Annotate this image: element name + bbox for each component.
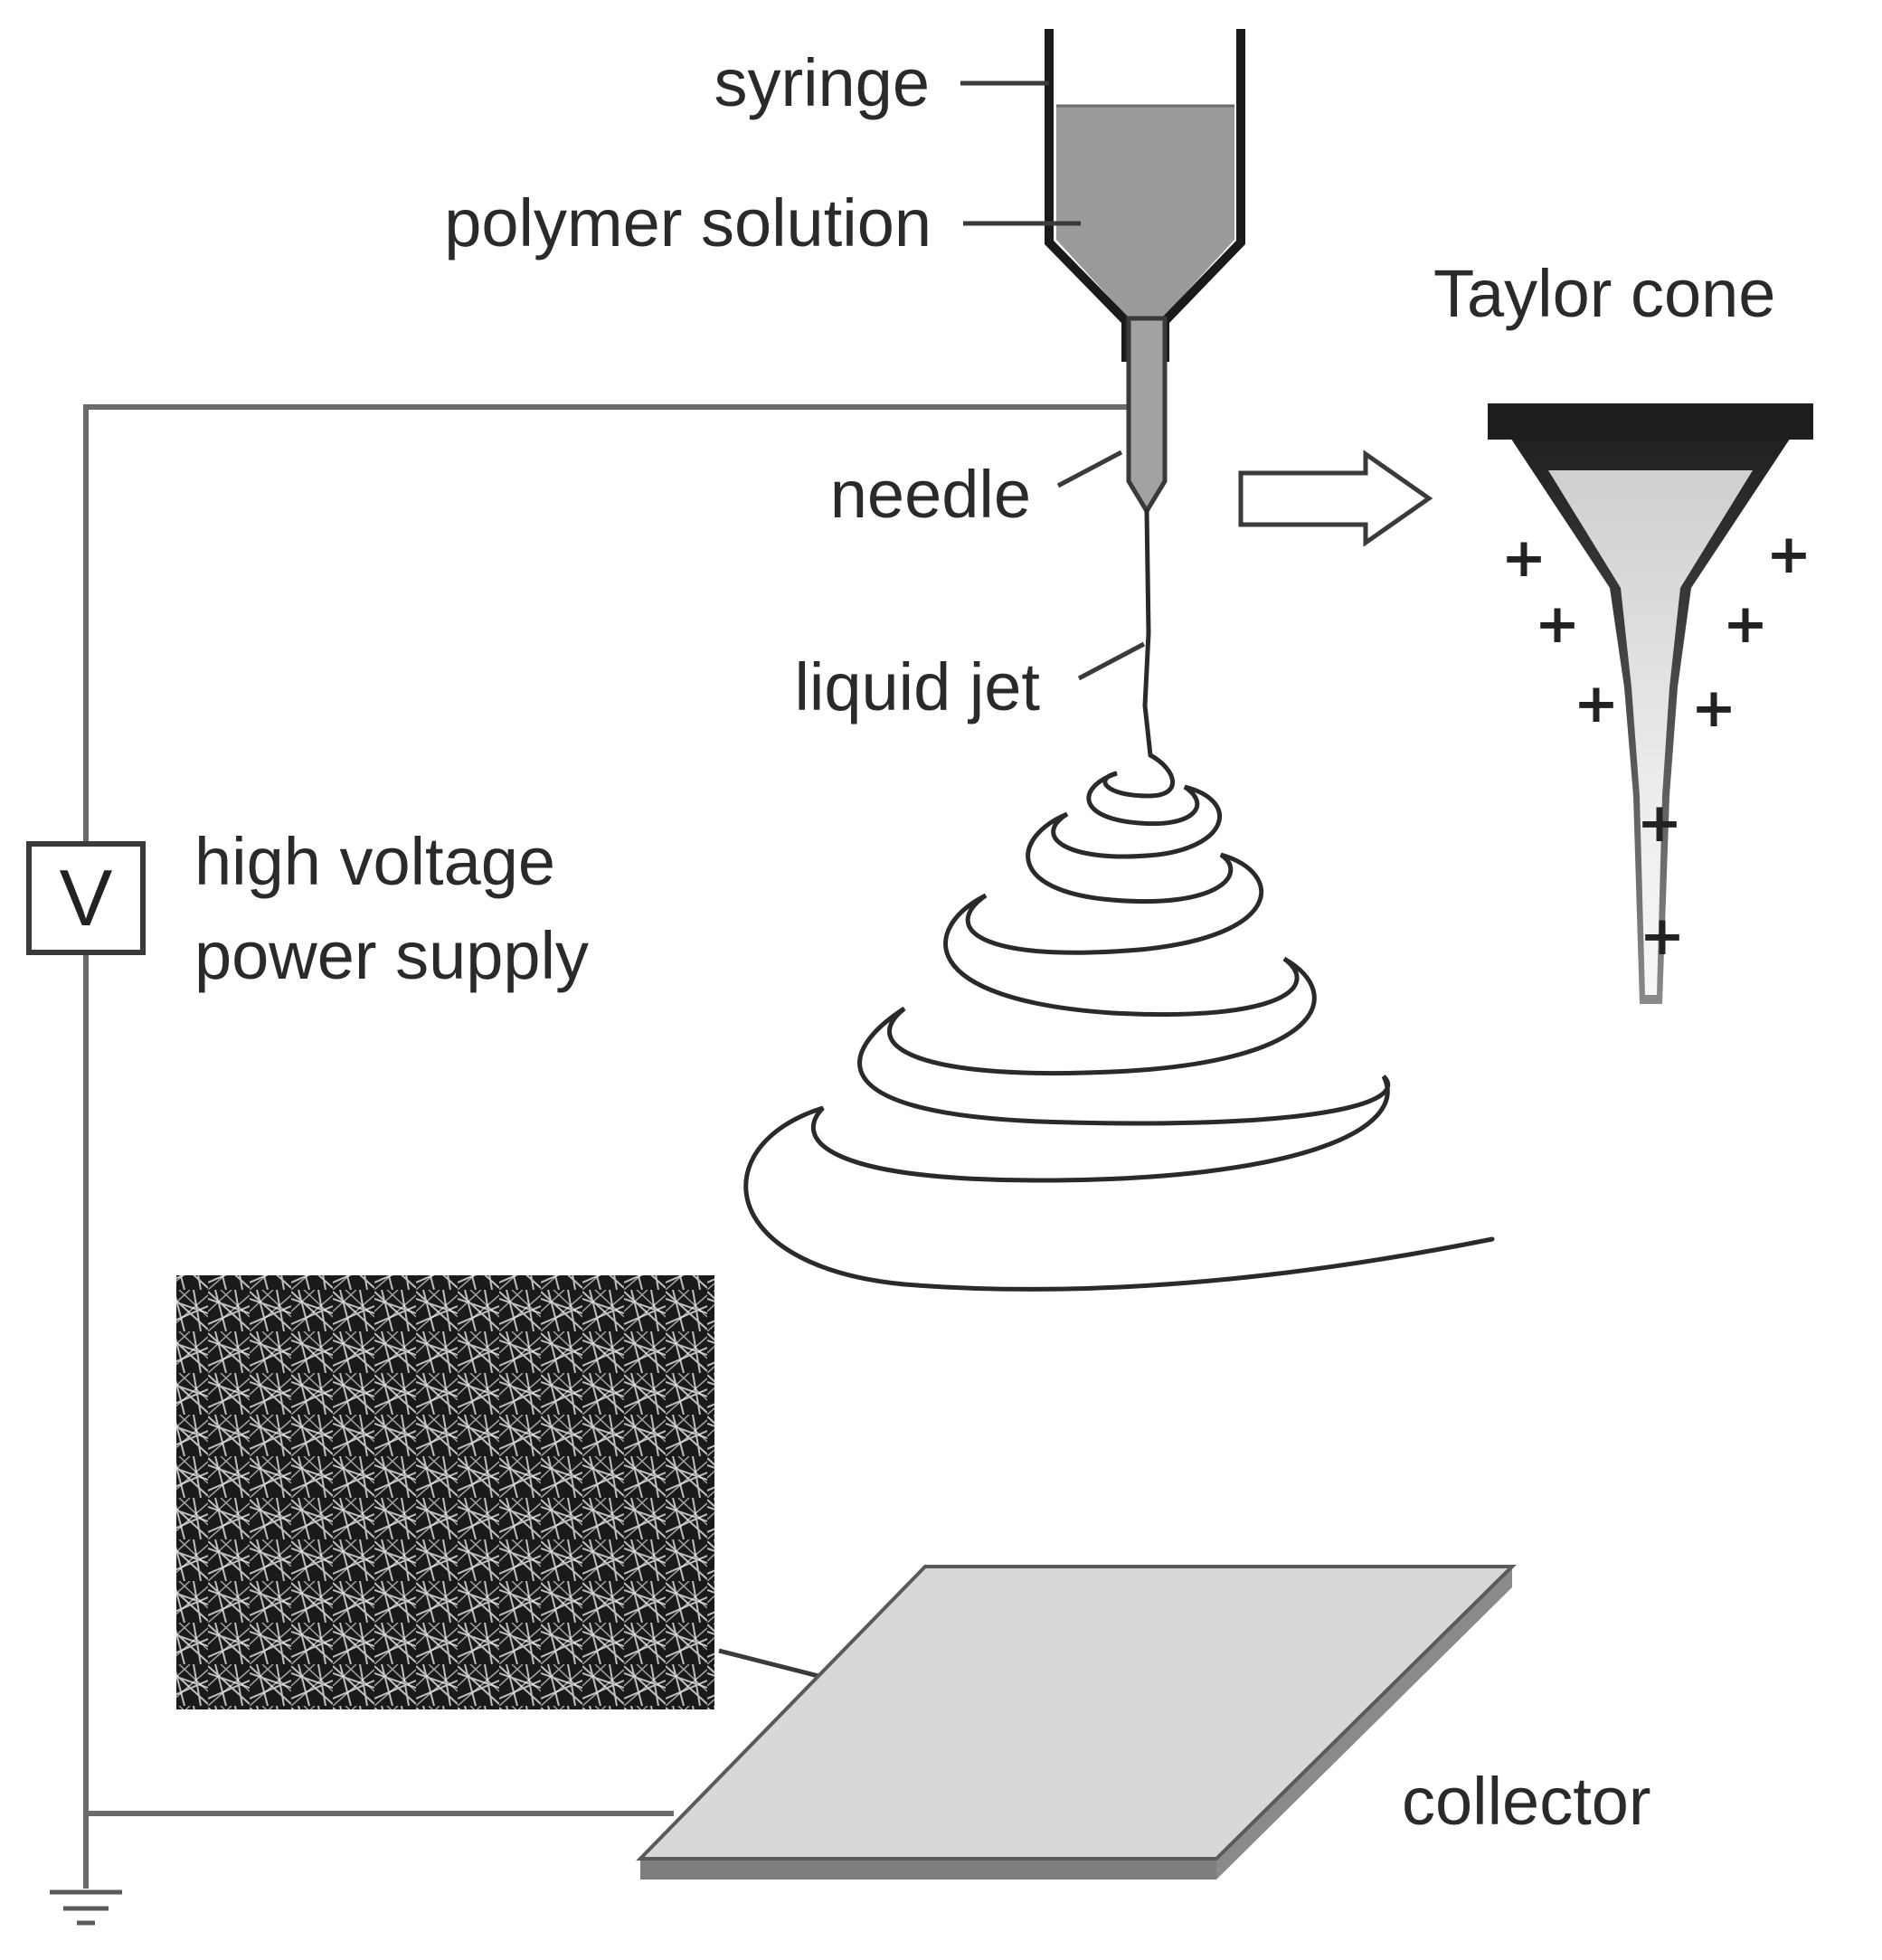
liquid-jet-label: liquid jet [794, 649, 1040, 724]
charge-plus: + [1723, 592, 1768, 656]
charge-plus: + [1640, 904, 1685, 968]
charge-plus: + [1637, 791, 1682, 855]
power-supply-label-line1: high voltage [194, 824, 555, 899]
charge-markers: + + + + + + + + [1501, 523, 1811, 968]
charge-plus: + [1691, 677, 1736, 740]
needle [1126, 316, 1168, 516]
charge-plus: + [1574, 672, 1619, 735]
collector-label: collector [1402, 1764, 1651, 1839]
taylor-cone-label: Taylor cone [1433, 256, 1775, 331]
liquid-jet [743, 508, 1495, 1292]
ground-symbol-icon [50, 1889, 122, 1926]
collector-plate [636, 1565, 1517, 1880]
syringe [1045, 29, 1245, 362]
voltage-symbol: V [60, 853, 113, 942]
circuit-wire [83, 404, 1130, 1889]
charge-plus: + [1501, 526, 1546, 590]
voltage-source: V [26, 841, 146, 955]
charge-plus: + [1766, 523, 1811, 586]
nanofiber-mat-image [176, 1275, 714, 1709]
syringe-label: syringe [714, 45, 930, 120]
taylor-cone [1488, 403, 1813, 1004]
power-supply-label-line2: power supply [194, 918, 589, 993]
needle-label: needle [830, 457, 1031, 532]
charge-plus: + [1535, 592, 1580, 656]
right-arrow-icon [1238, 450, 1433, 547]
polymer-solution-label: polymer solution [444, 185, 932, 260]
